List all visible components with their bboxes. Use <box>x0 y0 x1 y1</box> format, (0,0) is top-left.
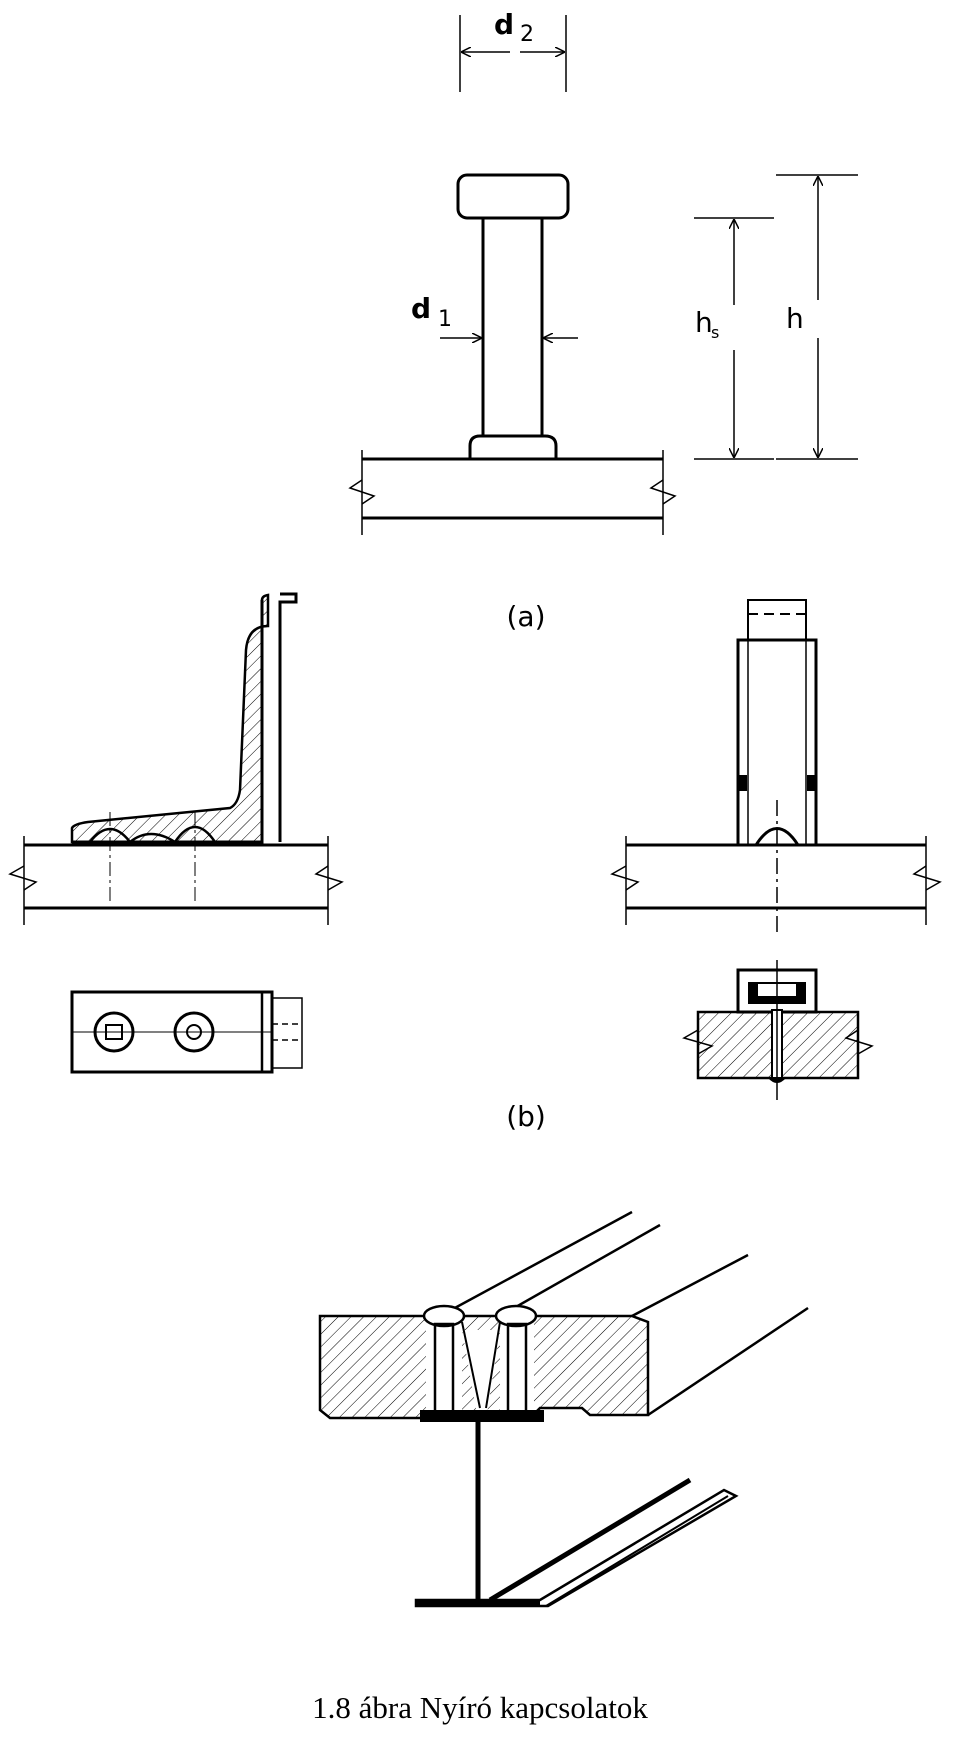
angle-connector-elevation <box>8 592 344 925</box>
stud-head <box>456 173 570 220</box>
d1-dimension: d 1 <box>411 292 578 338</box>
h-label: h <box>786 302 804 335</box>
d1-label: d <box>411 292 431 325</box>
hs-subscript: s <box>711 323 719 342</box>
channel-connector-section <box>682 960 874 1100</box>
hs-label: h <box>695 306 713 339</box>
channel-connector-elevation <box>610 599 942 935</box>
d2-dimension: d 2 <box>459 8 567 92</box>
part-a-label: (a) <box>506 600 545 633</box>
angle-section <box>70 593 270 844</box>
headed-stud-drawing: d 2 d 1 h <box>348 8 858 535</box>
composite-beam-perspective <box>318 1210 809 1608</box>
part-b-label: (b) <box>506 1100 546 1133</box>
d2-subscript: 2 <box>520 22 534 47</box>
d1-subscript: 1 <box>438 307 452 332</box>
d2-label: d <box>494 8 514 41</box>
figure-caption: 1.8 ábra Nyíró kapcsolatok <box>312 1690 648 1725</box>
weld-collar <box>468 434 558 459</box>
steel-flange <box>348 450 677 535</box>
angle-connector-plan <box>70 990 303 1074</box>
h-dimension: h <box>776 174 858 460</box>
hs-dimension: h s <box>694 217 774 460</box>
